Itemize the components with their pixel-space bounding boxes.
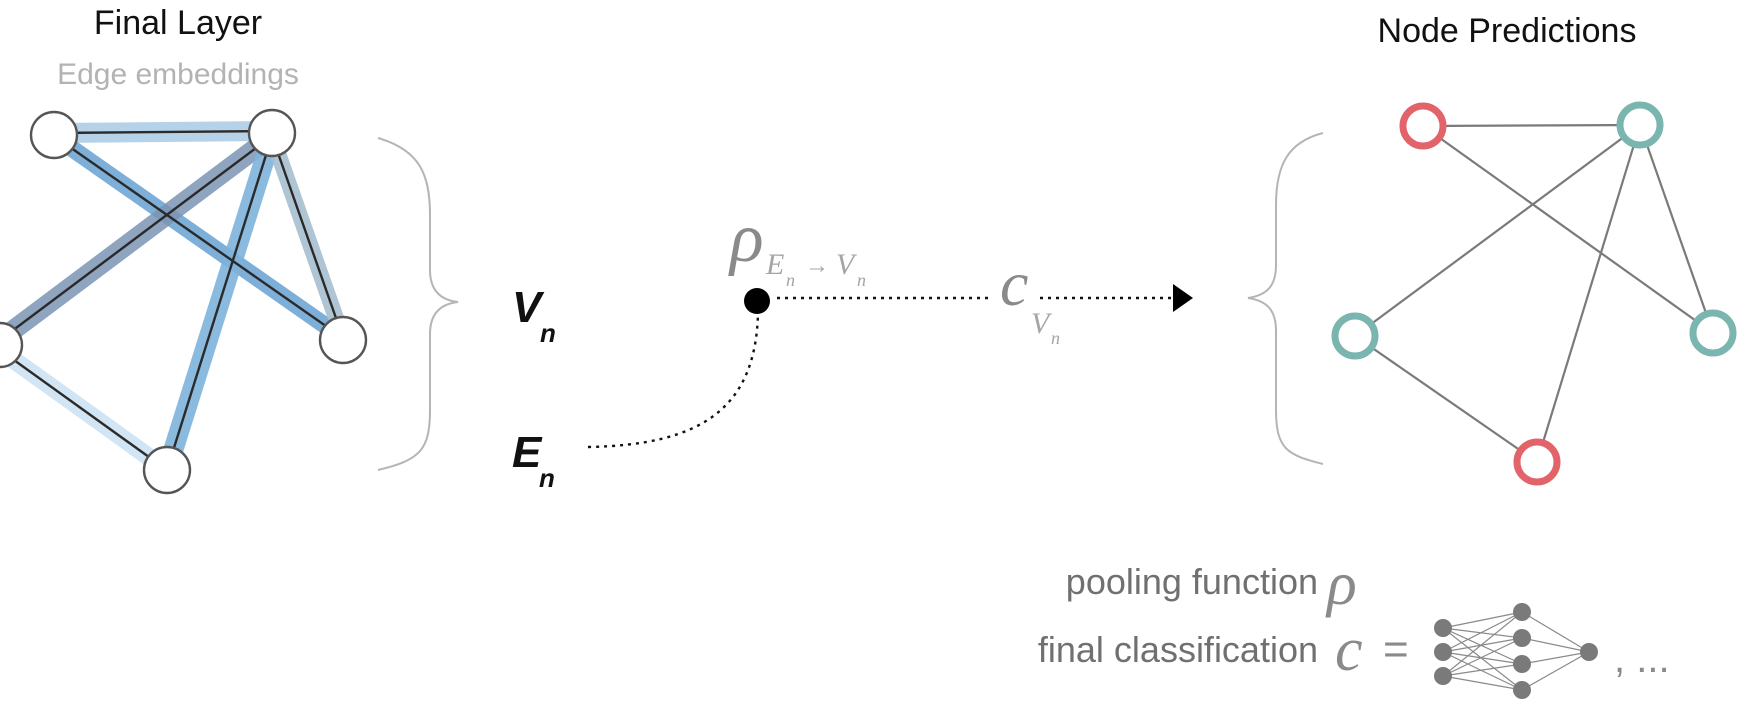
graph-node xyxy=(29,110,79,160)
right-panel-title: Node Predictions xyxy=(1378,12,1637,50)
edge-line xyxy=(0,349,168,471)
rho-subscript: E n → V n xyxy=(765,248,866,290)
rho-symbol: ρ xyxy=(728,200,764,277)
left-panel-title: Final Layer xyxy=(94,4,262,42)
graph-node xyxy=(318,315,368,365)
final-classification-symbol: c xyxy=(1335,616,1363,684)
c-symbol: c xyxy=(1000,248,1028,319)
edge-line xyxy=(53,135,344,339)
edge-line xyxy=(53,129,273,135)
prediction-node-class-b xyxy=(1331,312,1379,360)
prediction-edge xyxy=(1354,335,1538,463)
left-curly-brace xyxy=(377,137,459,471)
prediction-edge xyxy=(1638,124,1715,334)
arrow-head-icon xyxy=(1173,284,1193,312)
prediction-node-class-a xyxy=(1399,102,1447,150)
node-prediction-graph xyxy=(1331,101,1737,486)
edge-embedding-graph xyxy=(0,108,368,495)
pooling-function-symbol: ρ xyxy=(1325,550,1357,618)
edge-line xyxy=(165,135,274,471)
edge-line xyxy=(270,135,345,339)
prediction-edge xyxy=(1354,124,1641,337)
final-classification-label: final classification xyxy=(1038,629,1318,670)
prediction-edge xyxy=(1535,124,1642,463)
prediction-edge xyxy=(1422,125,1714,334)
neural-network-icon xyxy=(1434,603,1598,699)
prediction-node-class-b xyxy=(1616,101,1664,149)
c-subscript: V n xyxy=(1031,307,1060,348)
left-panel-subtitle: Edge embeddings xyxy=(57,58,299,91)
en-label: E n xyxy=(512,428,555,493)
trailing-ellipsis: , ... xyxy=(1614,637,1670,681)
vn-label: V n xyxy=(512,283,556,348)
prediction-node-class-a xyxy=(1513,438,1561,486)
graph-node xyxy=(142,445,192,495)
edge-line xyxy=(0,135,273,341)
graph-node xyxy=(0,321,24,369)
pooling-function-label: pooling function xyxy=(1066,561,1318,602)
edge-to-node-pooling-path xyxy=(587,301,760,449)
graph-node xyxy=(247,108,297,158)
pooling-node xyxy=(744,288,770,314)
equals-sign: = xyxy=(1383,625,1409,674)
prediction-edge xyxy=(1422,123,1641,128)
prediction-node-class-b xyxy=(1689,309,1737,357)
right-curly-brace xyxy=(1247,132,1324,465)
